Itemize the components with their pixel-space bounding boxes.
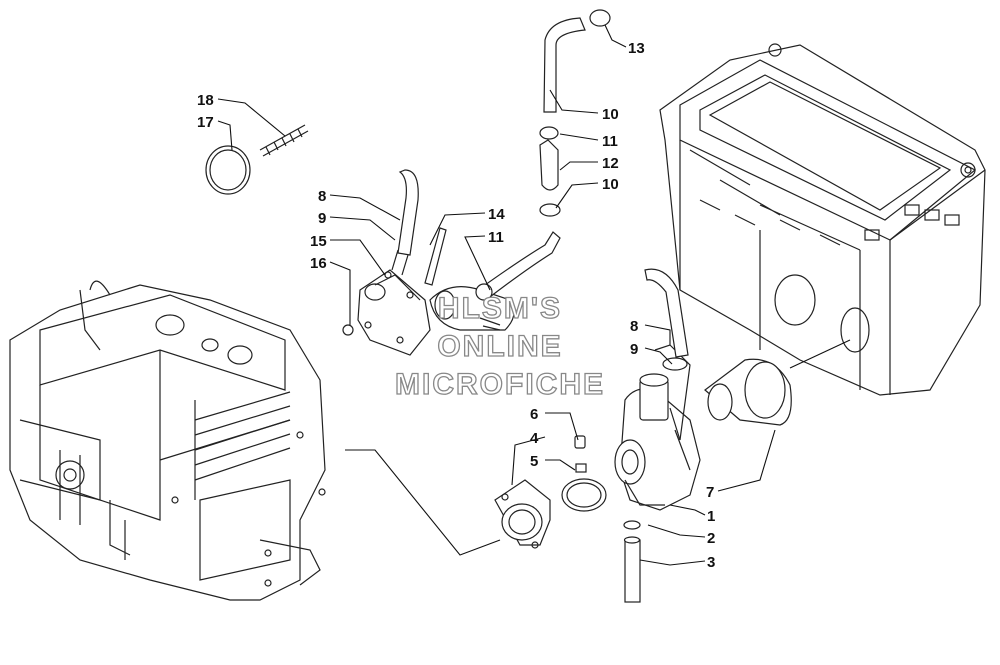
watermark-line-2: ONLINE	[437, 329, 563, 363]
callout-16: 16	[310, 255, 327, 272]
fuel-pump-illustration	[342, 249, 515, 356]
drain-tube	[623, 520, 641, 603]
air-boot	[704, 358, 792, 426]
callout-15: 15	[310, 233, 327, 250]
carb-vent-hose	[644, 268, 689, 358]
callout-9: 9	[318, 210, 326, 227]
intake-flange	[494, 435, 607, 549]
callout-1: 1	[707, 508, 715, 525]
callout-10: 10	[602, 106, 619, 123]
callout-6: 6	[530, 406, 538, 423]
callout-17: 17	[197, 114, 214, 131]
callout-8: 8	[630, 318, 638, 335]
watermark-line-1: HLSM'S	[437, 291, 563, 325]
carburetor-illustration	[614, 344, 701, 511]
callout-18: 18	[197, 92, 214, 109]
callout-10: 10	[602, 176, 619, 193]
fuel-hoses	[397, 9, 611, 301]
callout-8: 8	[318, 188, 326, 205]
callout-12: 12	[602, 155, 619, 172]
callout-13: 13	[628, 40, 645, 57]
callout-3: 3	[707, 554, 715, 571]
leader-lines	[217, 24, 851, 566]
callout-11: 11	[488, 229, 504, 246]
engine-illustration	[9, 280, 326, 601]
callout-11: 11	[602, 133, 618, 150]
spring-and-clamp	[205, 124, 309, 195]
callout-4: 4	[530, 430, 539, 447]
airbox-illustration	[659, 43, 986, 396]
callout-14: 14	[488, 206, 505, 223]
callout-2: 2	[707, 530, 715, 547]
callout-5: 5	[530, 453, 538, 470]
callout-7: 7	[706, 484, 714, 501]
callout-9: 9	[630, 341, 638, 358]
watermark-line-3: MICROFICHE	[394, 367, 605, 401]
callout-labels: 18 17 8 9 15 16 14 11 13 10 11 12 10 8 9…	[197, 40, 715, 571]
